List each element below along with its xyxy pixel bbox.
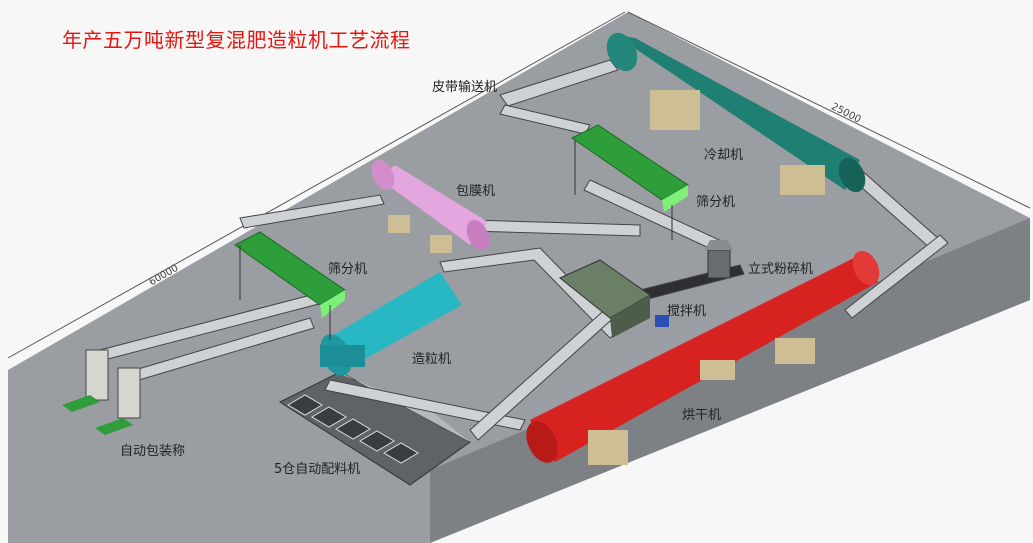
vertical-crusher bbox=[705, 240, 733, 279]
label-screener-left: 筛分机 bbox=[328, 262, 368, 277]
label-dryer: 烘干机 bbox=[682, 408, 722, 423]
granulator-drum bbox=[320, 272, 462, 376]
label-auto-packing: 自动包装称 bbox=[120, 444, 186, 459]
label-cooler: 冷却机 bbox=[704, 148, 744, 163]
label-batching: 5仓自动配料机 bbox=[274, 462, 361, 477]
floor-top bbox=[8, 12, 1030, 543]
label-mixer: 搅拌机 bbox=[667, 304, 707, 319]
diagram-title: 年产五万吨新型复混肥造粒机工艺流程 bbox=[62, 28, 411, 52]
label-granulator: 造粒机 bbox=[412, 352, 452, 367]
label-coating-machine: 包膜机 bbox=[456, 184, 496, 199]
floor-right-edge bbox=[430, 218, 1030, 543]
auto-packing-scales bbox=[62, 349, 141, 435]
screener-left bbox=[234, 231, 346, 340]
label-vertical-crusher: 立式粉碎机 bbox=[748, 262, 814, 277]
batching-bins bbox=[287, 394, 419, 464]
mixer-unit bbox=[559, 259, 669, 338]
dimension-line-short bbox=[627, 11, 1031, 209]
cooler-drum bbox=[606, 32, 866, 195]
screener-right bbox=[571, 124, 689, 240]
label-belt-conveyor: 皮带输送机 bbox=[432, 80, 498, 95]
coating-drum bbox=[371, 159, 490, 253]
dryer-drum bbox=[526, 250, 880, 465]
label-screener-right: 筛分机 bbox=[696, 195, 736, 210]
dimension-line-long bbox=[7, 11, 626, 359]
